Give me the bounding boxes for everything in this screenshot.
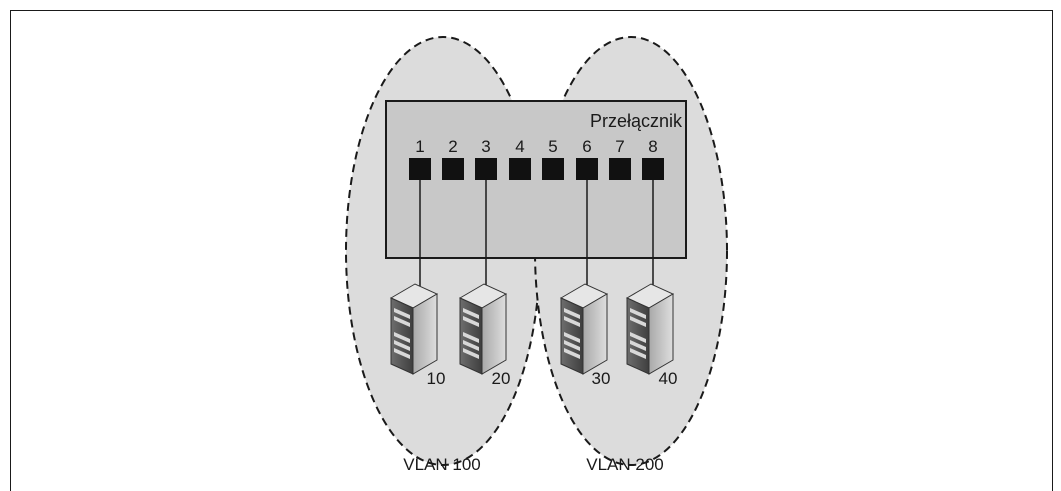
cables bbox=[419, 180, 654, 286]
server-label: 20 bbox=[492, 369, 511, 388]
server-drives bbox=[394, 308, 410, 359]
server-30 bbox=[559, 283, 609, 375]
port-number: 5 bbox=[548, 137, 557, 156]
server-label: 40 bbox=[659, 369, 678, 388]
port-2 bbox=[442, 158, 464, 180]
server-drives bbox=[564, 308, 580, 359]
port-number: 7 bbox=[615, 137, 624, 156]
server-drives bbox=[463, 308, 479, 359]
server-10 bbox=[389, 283, 439, 375]
figure-frame bbox=[10, 10, 1053, 491]
port-8 bbox=[642, 158, 664, 180]
switch-body bbox=[385, 100, 687, 259]
server-side bbox=[412, 293, 438, 375]
switch-ports bbox=[409, 158, 664, 180]
port-5 bbox=[542, 158, 564, 180]
port-number: 6 bbox=[582, 137, 591, 156]
server-drives bbox=[630, 308, 646, 359]
port-1 bbox=[409, 158, 431, 180]
switch-label: Przełącznik bbox=[590, 111, 683, 131]
vlan-200-label: VLAN 200 bbox=[586, 455, 664, 474]
port-4 bbox=[509, 158, 531, 180]
server-side bbox=[582, 293, 608, 375]
port-6 bbox=[576, 158, 598, 180]
vlan-100-label: VLAN 100 bbox=[403, 455, 481, 474]
port-numbers: 1 2 3 4 5 6 7 8 bbox=[415, 137, 657, 156]
server-label: 30 bbox=[592, 369, 611, 388]
port-7 bbox=[609, 158, 631, 180]
port-number: 8 bbox=[648, 137, 657, 156]
port-3 bbox=[475, 158, 497, 180]
server-40 bbox=[625, 283, 675, 375]
port-number: 3 bbox=[481, 137, 490, 156]
port-number: 1 bbox=[415, 137, 424, 156]
server-20 bbox=[458, 283, 508, 375]
server-side bbox=[481, 293, 507, 375]
server-label: 10 bbox=[427, 369, 446, 388]
server-side bbox=[648, 293, 674, 375]
port-number: 4 bbox=[515, 137, 524, 156]
port-number: 2 bbox=[448, 137, 457, 156]
